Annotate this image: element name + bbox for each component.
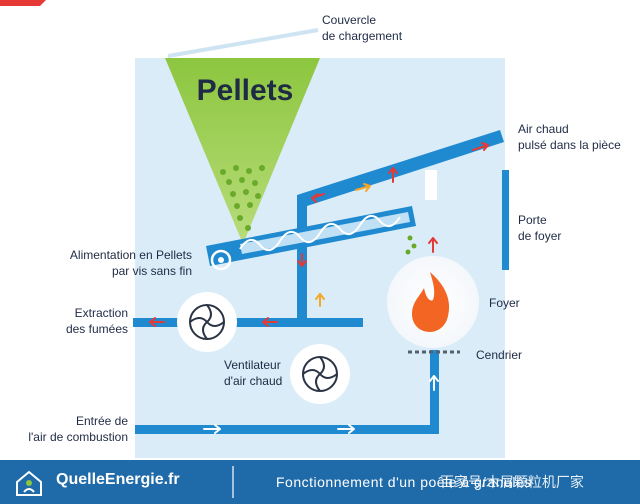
stove-door [502, 170, 509, 270]
label-foyer: Foyer [489, 296, 520, 310]
arrow-duct-down [297, 253, 307, 267]
arrow-heat-2 [428, 237, 438, 253]
auger-gear-icon [210, 249, 232, 271]
arrow-warm-up [315, 293, 325, 307]
label-alimentation: Alimentation en Pellets par vis sans fin [69, 248, 192, 278]
hot-air-duct-diagonal [297, 130, 504, 206]
arrow-air-1 [203, 424, 221, 434]
hopper-label: Pellets [197, 74, 294, 107]
label-porte: Porte de foyer [518, 213, 562, 243]
house-logo-icon [16, 470, 42, 496]
label-ventilateur: Ventilateur d'air chaud [224, 358, 283, 388]
arrow-hot-out [472, 142, 489, 151]
brand-name: QuelleEnergie.fr [56, 471, 180, 488]
label-extraction: Extraction des fumées [65, 306, 128, 336]
footer-title: Fonctionnement d'un poêle à granulés [276, 474, 532, 490]
arrow-duct-left [311, 193, 325, 203]
hot-air-fan-icon [290, 344, 350, 404]
auger-channel [240, 212, 410, 254]
auger-screw [239, 214, 401, 252]
smoke-fan-icon [177, 292, 237, 352]
label-entree-air: Entrée de l'air de combustion [28, 414, 128, 444]
arrow-heat-1 [388, 167, 398, 183]
label-cendrier: Cendrier [476, 348, 523, 362]
arrow-duct-right [355, 183, 371, 192]
label-couvercle: Couvercle de chargement [322, 13, 403, 43]
label-air-chaud: Air chaud pulsé dans la pièce [518, 122, 621, 152]
arrow-air-up [429, 375, 439, 391]
pellet-hopper [165, 58, 320, 244]
footer-bar [0, 460, 640, 504]
loading-lid [167, 28, 319, 58]
flame-icon [412, 272, 450, 332]
footer-separator [232, 466, 234, 498]
corner-mark [0, 0, 46, 6]
arrow-smoke-out [149, 317, 165, 327]
falling-pellets [405, 235, 417, 255]
combustion-air-pipe [135, 425, 439, 434]
pellet-dots [220, 165, 265, 231]
smoke-extraction-pipe [133, 318, 363, 327]
duct-opening [425, 170, 437, 200]
arrow-smoke-in [262, 317, 278, 327]
combustion-air-riser [430, 350, 439, 434]
arrow-air-2 [337, 424, 355, 434]
watermark: 百家号/木屑颗粒机厂家 [440, 474, 584, 490]
